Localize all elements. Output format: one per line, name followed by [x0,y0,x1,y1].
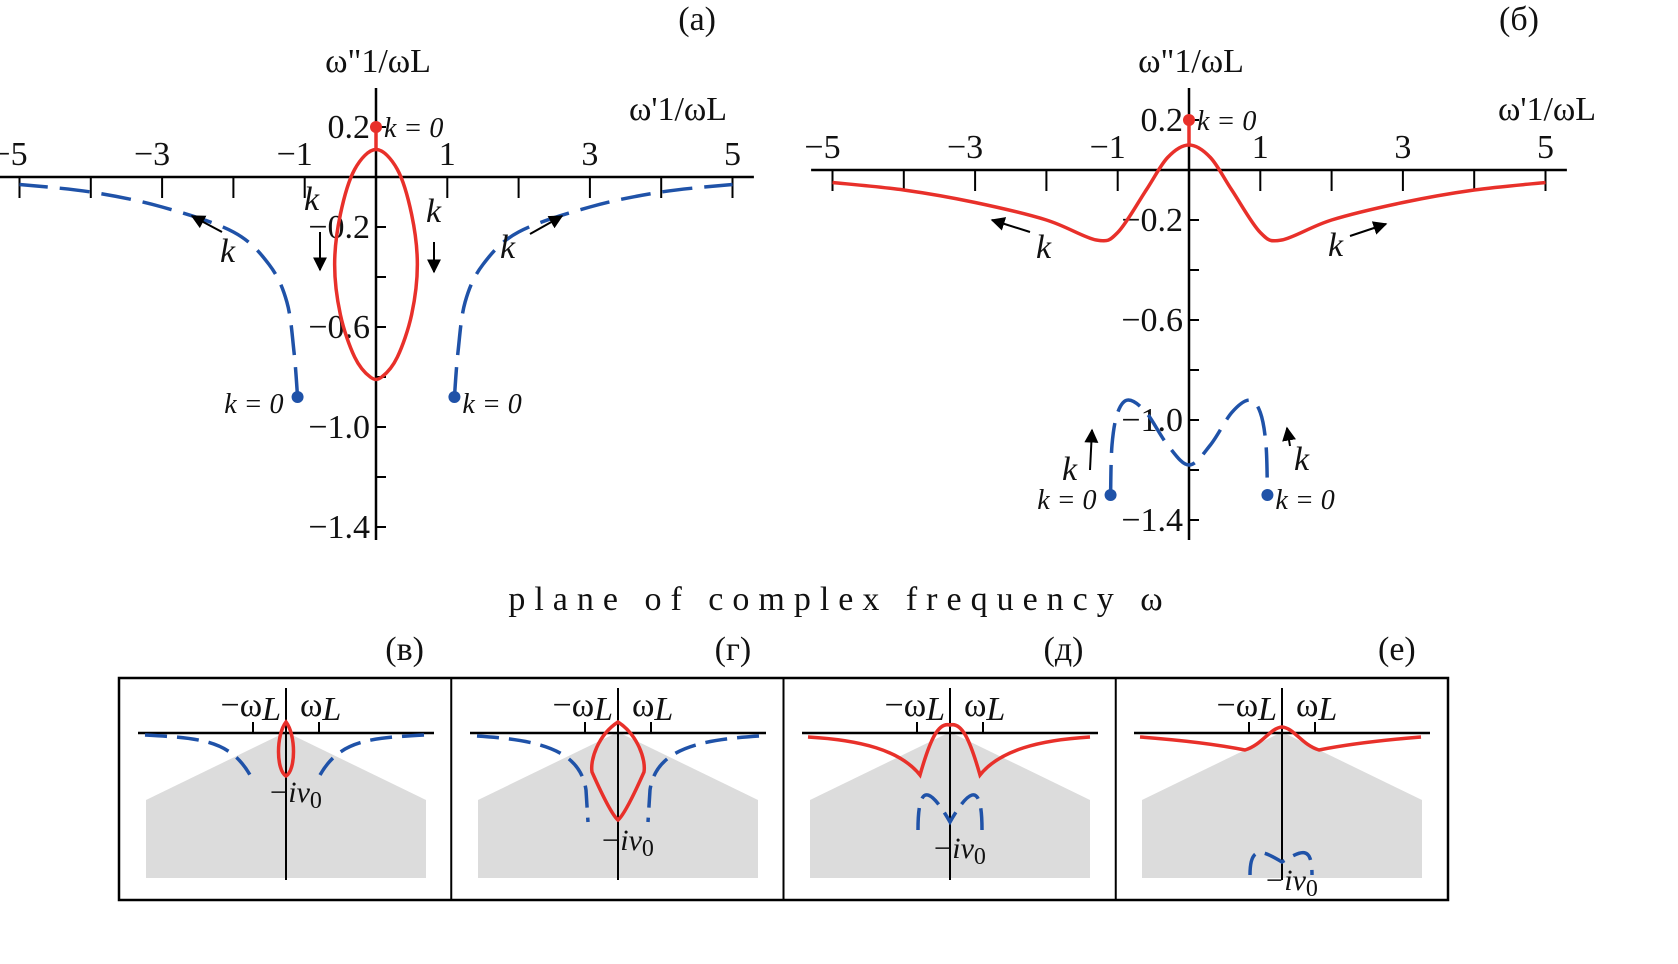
marker-label: k = 0 [224,389,283,420]
y-tick-label: −0.2 [1121,202,1183,239]
arrow-icon [190,215,223,233]
k-annotation: k [1294,441,1310,478]
x-tick-label: 1 [1252,129,1269,166]
y-axis-label: ω"1/ωL [325,43,431,80]
marker-point [370,121,382,133]
inset-red-curve [589,719,647,823]
marker-point [448,391,461,403]
marker-label: k = 0 [1275,485,1334,516]
inset-red-curve [276,719,296,779]
arrow-icon [990,217,1031,233]
inset-panel: (е) −ωL ωL −iν0 [1114,631,1430,902]
x-tick-label: 5 [724,136,741,173]
nu0-label: −iν0 [1264,864,1318,902]
inset-red-curve [807,723,1091,779]
arrow-icon [1084,428,1099,471]
x-tick-label: −3 [947,129,983,166]
marker-label: k = 0 [384,113,443,144]
nu0-label: −iν0 [932,832,986,870]
y-tick-label: −1.0 [308,409,370,446]
x-tick-label: −3 [134,136,170,173]
panel-label: (a) [678,1,716,38]
y-tick-label: 0.2 [1141,102,1184,139]
k-annotation: k [426,193,442,230]
series-red-ellipse [332,147,420,382]
neg-omega-label: −ωL [1217,687,1277,728]
nu0-label: −iν0 [600,824,654,862]
arrow-icon [1349,221,1388,237]
insets: (в) −ωL ωL −iν0 (г) −ωL ωL −iν0 (д) −ωL ωL −iν0 (е) −… [117,631,1450,902]
neg-omega-label: −ωL [221,687,281,728]
y-tick-label: −1.4 [1121,502,1183,539]
inset-panel: (д) −ωL ωL −iν0 [782,631,1098,900]
marker-label: k = 0 [462,389,521,420]
inset-blue-curve [646,734,760,823]
x-tick-label: −1 [1090,129,1126,166]
pos-omega-label: ωL [300,687,341,728]
caption: plane of complex frequency ω [508,581,1171,618]
x-tick-label: −5 [0,136,28,173]
panel-label: (б) [1499,1,1539,38]
arrow-icon [529,215,564,235]
inset-panel: (г) −ωL ωL −iν0 [450,631,766,900]
k-annotation: k [500,229,516,266]
nu0-label: −iν0 [268,776,322,814]
k-annotation: k [1062,451,1078,488]
y-tick-label: 0.2 [328,109,371,146]
marker-label: k = 0 [1197,106,1256,137]
x-axis-label: ω'1/ωL [1498,91,1596,128]
x-tick-label: 5 [1537,129,1554,166]
pos-omega-label: ωL [632,687,673,728]
marker-point [1104,489,1117,501]
series-blue-right [452,182,733,398]
x-tick-label: 3 [581,136,598,173]
pos-omega-label: ωL [964,687,1005,728]
inset-blue-curve [1248,850,1314,876]
k-annotation: k [1328,227,1344,264]
inset-blue-curve [916,793,984,831]
marker-point [1261,489,1274,501]
neg-omega-label: −ωL [885,687,945,728]
marker-label: k = 0 [1037,485,1096,516]
k-annotation: k [220,233,236,270]
inset-label: (в) [385,631,424,668]
x-tick-label: −5 [804,129,840,166]
y-tick-label: −0.6 [1121,302,1183,339]
k-annotation: k [304,181,320,218]
x-tick-label: 1 [439,136,456,173]
y-tick-label: −1.4 [308,509,370,546]
marker-point [1183,114,1195,126]
y-axis-label: ω"1/ωL [1138,43,1244,80]
x-tick-label: 3 [1394,129,1411,166]
neg-omega-label: −ωL [553,687,613,728]
x-axis-label: ω'1/ωL [629,91,727,128]
inset-blue-curve [144,733,252,776]
arrow-icon [1282,426,1296,447]
inset-panel: (в) −ωL ωL −iν0 [138,631,434,880]
k-annotation: k [1036,229,1052,266]
x-tick-label: −1 [277,136,313,173]
inset-red-curve [1139,725,1422,752]
series-blue-left [19,182,300,398]
inset-label: (д) [1044,631,1084,668]
series-blue-curve [1108,398,1270,496]
inset-label: (г) [715,631,752,668]
pos-omega-label: ωL [1296,687,1337,728]
inset-blue-curve [476,734,590,823]
inset-label: (е) [1378,631,1416,668]
marker-point [291,391,304,403]
inset-blue-curve [318,733,425,776]
